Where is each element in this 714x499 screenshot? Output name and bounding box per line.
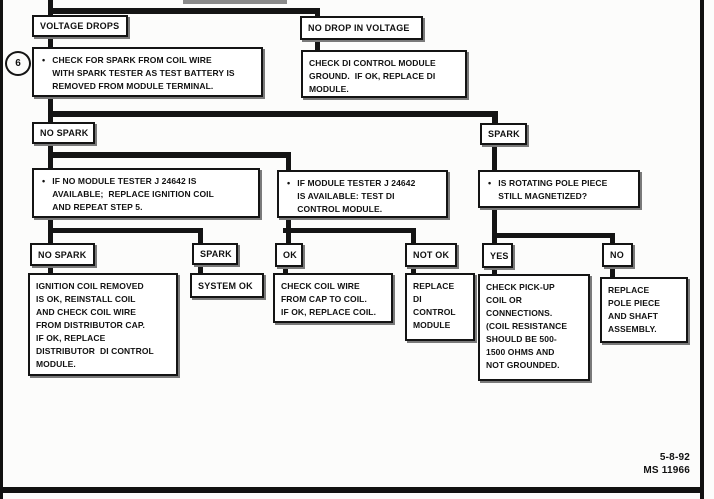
node-ok: OK xyxy=(275,243,303,267)
connector xyxy=(48,111,498,117)
node-not-ok: NOT OK xyxy=(405,243,457,267)
bullet-icon: • xyxy=(42,176,46,186)
connector xyxy=(48,8,320,14)
node-label: YES xyxy=(490,250,509,261)
connector xyxy=(48,97,53,123)
node-no-module-tester: • IF NO MODULE TESTER J 24642 IS AVAILAB… xyxy=(32,168,260,218)
connector xyxy=(315,40,320,51)
node-replace-di-module: REPLACE DI CONTROL MODULE xyxy=(405,273,475,341)
node-text: CHECK COIL WIRE FROM CAP TO COIL. IF OK,… xyxy=(281,281,377,317)
connector xyxy=(411,266,416,274)
node-label: NOT OK xyxy=(413,250,450,260)
connector xyxy=(411,228,416,244)
figure-code: MS 11966 xyxy=(643,465,690,476)
node-rotating-pole: • IS ROTATING POLE PIECE STILL MAGNETIZE… xyxy=(478,170,640,208)
node-label: SPARK xyxy=(200,249,232,259)
node-label: VOLTAGE DROPS xyxy=(40,21,120,31)
connector xyxy=(198,264,203,274)
node-no-drop-in-voltage: NO DROP IN VOLTAGE xyxy=(300,16,423,40)
node-text: CHECK PICK-UP COIL OR CONNECTIONS. (COIL… xyxy=(486,282,568,370)
connector xyxy=(48,152,291,158)
connector xyxy=(610,266,615,278)
node-no-spark-top: NO SPARK xyxy=(32,122,95,144)
node-label: NO SPARK xyxy=(40,128,89,138)
node-check-di-ground: CHECK DI CONTROL MODULE GROUND. IF OK, R… xyxy=(301,50,467,98)
connector xyxy=(283,228,416,233)
node-text: CHECK DI CONTROL MODULE GROUND. IF OK, R… xyxy=(309,58,436,94)
node-replace-pole-piece: REPLACE POLE PIECE AND SHAFT ASSEMBLY. xyxy=(600,277,688,343)
node-module-tester: • IF MODULE TESTER J 24642 IS AVAILABLE:… xyxy=(277,170,448,218)
connector xyxy=(48,228,203,233)
figure-id-block: 5-8-92 MS 11966 xyxy=(540,451,690,477)
node-no-spark-bottom: NO SPARK xyxy=(30,243,95,266)
connector xyxy=(492,267,497,275)
bullet-icon: • xyxy=(488,178,492,188)
node-text: REPLACE POLE PIECE AND SHAFT ASSEMBLY. xyxy=(608,285,661,334)
connector xyxy=(610,233,615,244)
node-text: IGNITION COIL REMOVED IS OK, REINSTALL C… xyxy=(36,281,154,369)
node-text: CHECK FOR SPARK FROM COIL WIRE WITH SPAR… xyxy=(52,55,235,91)
connector xyxy=(492,145,497,171)
node-label: NO DROP IN VOLTAGE xyxy=(308,23,410,33)
node-label: OK xyxy=(283,250,297,260)
node-text: IF MODULE TESTER J 24642 IS AVAILABLE: T… xyxy=(297,178,416,214)
node-text: IS ROTATING POLE PIECE STILL MAGNETIZED? xyxy=(498,178,608,201)
node-label: NO xyxy=(610,250,624,260)
node-text: IF NO MODULE TESTER J 24642 IS AVAILABLE… xyxy=(52,176,214,212)
figure-date: 5-8-92 xyxy=(659,452,690,463)
node-check-pickup-coil: CHECK PICK-UP COIL OR CONNECTIONS. (COIL… xyxy=(478,274,590,381)
connector xyxy=(492,208,497,244)
node-spark-top: SPARK xyxy=(480,123,527,145)
connector xyxy=(48,37,53,48)
node-check-for-spark: • CHECK FOR SPARK FROM COIL WIRE WITH SP… xyxy=(32,47,263,97)
step-number-marker: 6 xyxy=(5,51,31,76)
cropped-box-remnant xyxy=(183,0,287,4)
node-system-ok: SYSTEM OK xyxy=(190,273,264,298)
step-number: 6 xyxy=(15,58,21,69)
node-check-coil-wire: CHECK COIL WIRE FROM CAP TO COIL. IF OK,… xyxy=(273,273,393,323)
connector xyxy=(283,266,288,274)
page-border-right xyxy=(700,0,704,499)
node-voltage-drops: VOLTAGE DROPS xyxy=(32,15,128,37)
connector xyxy=(286,152,291,171)
page-border-bottom xyxy=(0,487,704,493)
node-ignition-coil-removed: IGNITION COIL REMOVED IS OK, REINSTALL C… xyxy=(28,273,178,376)
bullet-icon: • xyxy=(42,55,46,65)
node-label: NO SPARK xyxy=(38,249,87,260)
connector xyxy=(48,265,53,274)
connector xyxy=(492,233,615,238)
node-label: SYSTEM OK xyxy=(198,280,253,291)
bullet-icon: • xyxy=(287,178,291,188)
node-no: NO xyxy=(602,243,633,267)
connector xyxy=(315,8,320,18)
node-label: SPARK xyxy=(488,129,520,139)
node-spark-bottom: SPARK xyxy=(192,243,238,265)
node-yes: YES xyxy=(482,243,513,268)
page-border-left xyxy=(0,0,3,499)
connector xyxy=(198,228,203,244)
connector xyxy=(492,111,498,124)
node-text: REPLACE DI CONTROL MODULE xyxy=(413,281,456,330)
